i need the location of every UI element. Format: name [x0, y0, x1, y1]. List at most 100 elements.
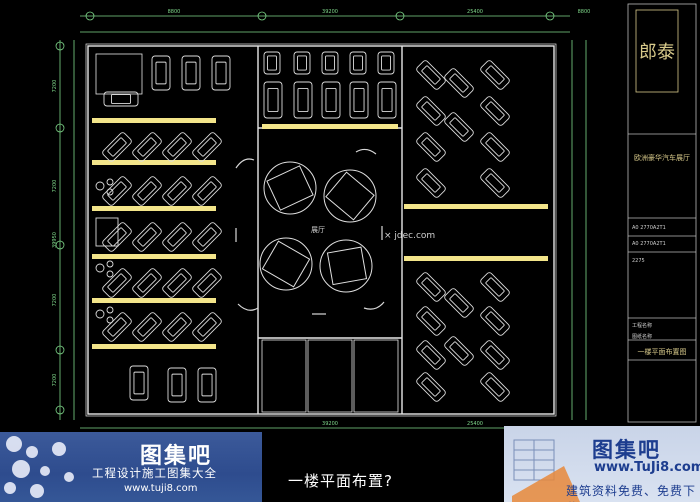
- title-block-field: 2275: [632, 258, 645, 264]
- car: [162, 312, 192, 342]
- parking-stripe: [92, 160, 216, 165]
- car: [416, 96, 446, 126]
- building-walls: [85, 43, 557, 417]
- car: [480, 96, 510, 126]
- circulation-arrows: [235, 148, 385, 315]
- dim-label-left: 7200: [52, 80, 58, 93]
- car: [416, 372, 446, 402]
- car: [480, 272, 510, 302]
- car: [132, 222, 162, 252]
- company-name: 欧洲豪华汽车展厅: [634, 153, 690, 162]
- parking-stripes: [92, 118, 548, 349]
- dim-label-left: 7200: [52, 294, 58, 307]
- car: [132, 312, 162, 342]
- brand-tagline: 工程设计施工图集大全: [92, 466, 217, 480]
- dim-label-left: 7200: [52, 180, 58, 193]
- car: [167, 367, 187, 403]
- car: [132, 132, 162, 162]
- showroom-label: 展厅: [311, 226, 325, 234]
- dim-label-bottom: 25400: [467, 421, 483, 427]
- plant-fixture: [95, 260, 114, 278]
- car: [102, 222, 132, 252]
- building-sketch-icon: [512, 439, 580, 502]
- car: [444, 112, 474, 142]
- car: [263, 81, 283, 119]
- car: [181, 55, 201, 91]
- parking-stripe: [404, 256, 548, 261]
- car: [480, 372, 510, 402]
- car: [416, 306, 446, 336]
- brand-name: 图集吧: [140, 444, 213, 469]
- car: [416, 60, 446, 90]
- parking-stripe: [262, 124, 398, 129]
- brand-url[interactable]: www.tuji8.com: [124, 483, 198, 494]
- title-block-field: A0 2770A2T1: [632, 225, 666, 231]
- car: [416, 340, 446, 370]
- drawing-title: 一楼平面布置图: [638, 347, 687, 356]
- car: [444, 68, 474, 98]
- car: [162, 268, 192, 298]
- car: [102, 312, 132, 342]
- car: [211, 55, 231, 91]
- car: [293, 81, 313, 119]
- car: [192, 268, 222, 298]
- car: [416, 272, 446, 302]
- title-block-field: 工程名称: [632, 322, 652, 329]
- dim-label-top: 8800: [168, 9, 181, 15]
- car: [103, 91, 139, 107]
- car: [416, 168, 446, 198]
- plant-fixture: [95, 178, 114, 196]
- reception-desk: [95, 217, 119, 247]
- brand-url-right[interactable]: www.TuJi8.com: [594, 460, 700, 475]
- car: [192, 312, 222, 342]
- car: [192, 132, 222, 162]
- tuji8-banner-left: 图集吧 工程设计施工图集大全 www.tuji8.com: [0, 432, 262, 502]
- parked-cars: [95, 51, 510, 403]
- dim-label-top: 8800: [578, 9, 591, 15]
- car: [480, 60, 510, 90]
- car: [192, 176, 222, 206]
- car: [321, 81, 341, 119]
- car: [132, 176, 162, 206]
- car: [480, 132, 510, 162]
- car: [162, 222, 192, 252]
- car: [321, 51, 339, 75]
- brand-slogan: 建筑资料免费、免费下载: [566, 484, 697, 502]
- car: [263, 51, 281, 75]
- car: [349, 51, 367, 75]
- car: [293, 51, 311, 75]
- drawing-caption: 一楼平面布置?: [288, 472, 393, 490]
- car: [444, 288, 474, 318]
- title-block-field: 图纸名称: [632, 333, 652, 340]
- car: [377, 81, 397, 119]
- car: [416, 132, 446, 162]
- dim-label-top: 25400: [467, 9, 483, 15]
- logo-mark: 郎泰: [639, 42, 675, 63]
- car: [377, 51, 395, 75]
- car: [129, 365, 149, 401]
- car: [480, 306, 510, 336]
- car: [162, 132, 192, 162]
- tuji8-banner-right: 图集吧 www.TuJi8.com 建筑资料免费、免费下载: [504, 426, 700, 502]
- dimension-lines: [55, 11, 587, 429]
- car: [151, 55, 171, 91]
- parking-stripe: [92, 344, 216, 349]
- showroom-turntables: [259, 161, 377, 293]
- car: [162, 176, 192, 206]
- dim-label-left: 7200: [52, 374, 58, 387]
- parking-stripe: [92, 298, 216, 303]
- plant-fixture: [95, 306, 114, 324]
- watermark-text: × jdec.com: [384, 231, 435, 241]
- parking-stripe: [92, 118, 216, 123]
- car: [444, 336, 474, 366]
- car: [102, 176, 132, 206]
- dim-label-left: 39950: [52, 232, 58, 248]
- brand-name-right: 图集吧: [592, 438, 661, 462]
- title-block-field: A0 2770A2T1: [632, 241, 666, 247]
- parking-stripe: [92, 206, 216, 211]
- car: [480, 340, 510, 370]
- dim-label-top: 39200: [322, 9, 338, 15]
- car: [102, 132, 132, 162]
- car: [132, 268, 162, 298]
